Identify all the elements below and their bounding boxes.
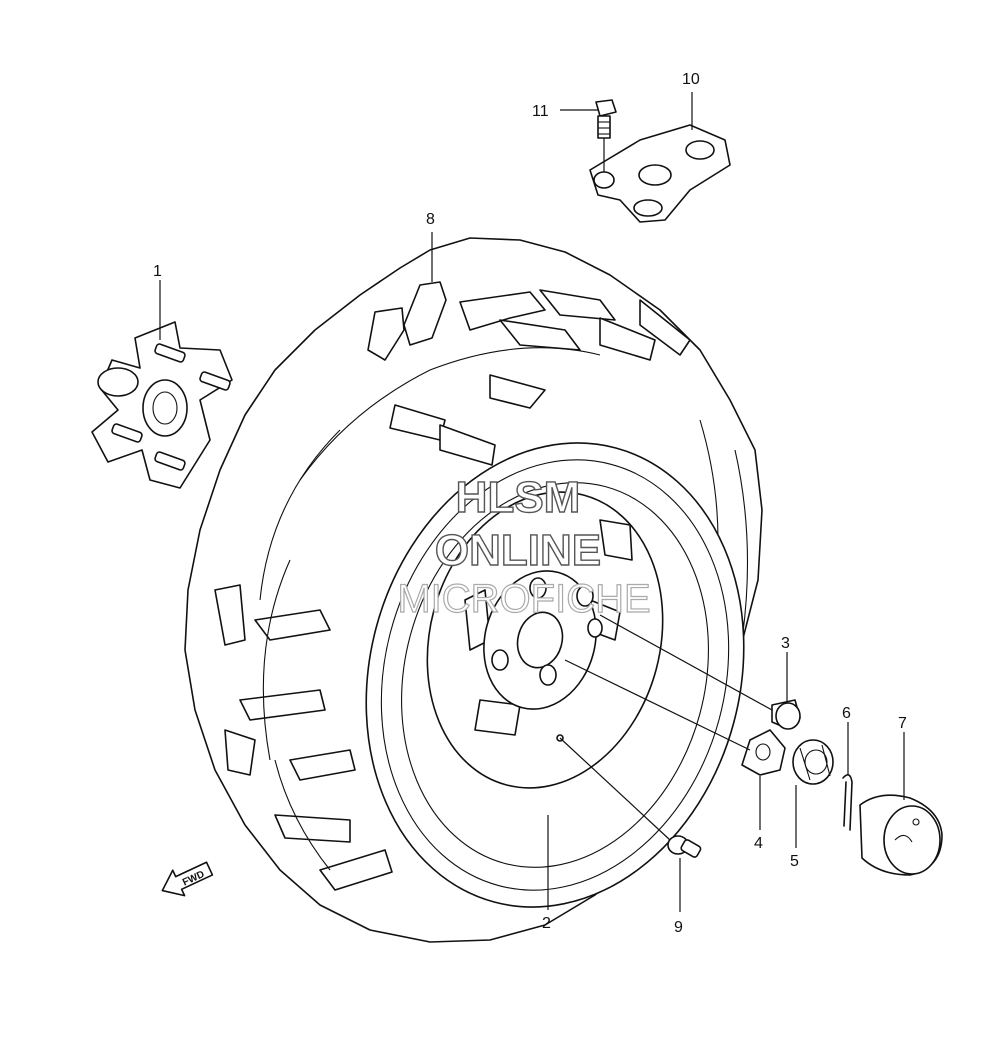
rim[interactable] xyxy=(315,400,794,950)
callout-4: 4 xyxy=(754,835,763,852)
castle-nut[interactable] xyxy=(792,739,834,785)
callout-8: 8 xyxy=(426,211,435,228)
bracket[interactable] xyxy=(589,124,731,223)
fwd-arrow-icon: FWD xyxy=(161,861,214,897)
wheel-nut[interactable] xyxy=(771,699,801,730)
callout-10: 10 xyxy=(682,71,700,88)
leader-lines xyxy=(159,92,905,912)
watermark-line-3: MICROFICHE xyxy=(397,577,650,621)
callout-5: 5 xyxy=(790,853,799,870)
flange-bolt[interactable] xyxy=(595,99,617,139)
hub-cap[interactable] xyxy=(859,794,943,876)
watermark-line-1: HLSM xyxy=(456,473,581,522)
callout-2: 2 xyxy=(542,915,551,932)
cotter-pin[interactable] xyxy=(842,774,853,831)
wheel-hub[interactable] xyxy=(91,321,233,489)
callout-9: 9 xyxy=(674,919,683,936)
watermark-line-2: ONLINE xyxy=(435,526,601,575)
callout-3: 3 xyxy=(781,635,790,652)
callout-6: 6 xyxy=(842,705,851,722)
washer[interactable] xyxy=(741,729,786,776)
callout-11: 11 xyxy=(532,103,549,120)
callout-labels: 1 2 3 4 5 6 7 8 9 10 11 xyxy=(153,71,907,936)
watermark: HLSM ONLINE MICROFICHE xyxy=(397,472,652,621)
callout-7: 7 xyxy=(898,715,907,732)
valve[interactable] xyxy=(667,835,702,858)
callout-1: 1 xyxy=(153,263,162,280)
